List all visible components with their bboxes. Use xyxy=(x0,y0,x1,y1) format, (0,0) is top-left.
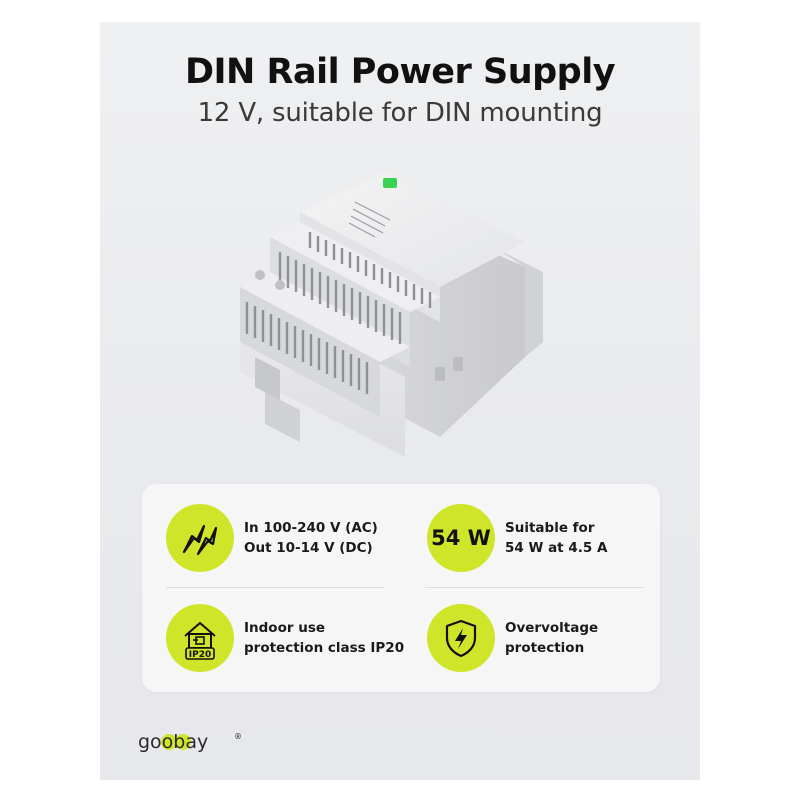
feature-line: Out 10-14 V (DC) xyxy=(244,540,373,556)
wattage-badge: 54 W xyxy=(427,504,495,572)
feature-indoor-ip20: IP20 Indoor use protection class IP20 xyxy=(166,600,416,680)
feature-text: Suitable for 54 W at 4.5 A xyxy=(505,518,680,558)
page-subtitle: 12 V, suitable for DIN mounting xyxy=(197,98,603,128)
product-panel: DIN Rail Power Supply 12 V, suitable for… xyxy=(100,22,700,780)
logo-text: goobay xyxy=(138,731,208,753)
features-card: In 100-240 V (AC) Out 10-14 V (DC) 54 W … xyxy=(142,484,660,692)
goobay-logo: goobay ® xyxy=(138,730,248,754)
feature-line: protection class IP20 xyxy=(244,640,405,656)
goobay-logo-mark: goobay ® xyxy=(138,731,242,753)
page-title: DIN Rail Power Supply xyxy=(184,52,616,92)
divider xyxy=(166,587,384,588)
feature-line: protection xyxy=(505,640,585,656)
feature-wattage: 54 W Suitable for 54 W at 4.5 A xyxy=(427,500,677,580)
feature-input-output: In 100-240 V (AC) Out 10-14 V (DC) xyxy=(166,500,416,580)
lightning-bolts-icon xyxy=(166,504,234,572)
feature-text: Indoor use protection class IP20 xyxy=(244,618,419,658)
ip20-label: IP20 xyxy=(189,650,211,660)
registered-mark: ® xyxy=(234,732,242,741)
feature-line: 54 W at 4.5 A xyxy=(505,540,608,556)
feature-text: Overvoltage protection xyxy=(505,618,680,658)
feature-overvoltage: Overvoltage protection xyxy=(427,600,677,680)
indoor-house-icon: IP20 xyxy=(166,604,234,672)
feature-line: Suitable for xyxy=(505,520,595,536)
feature-line: In 100-240 V (AC) xyxy=(244,520,378,536)
shield-lightning-icon xyxy=(427,604,495,672)
din-rail-power-supply-image xyxy=(240,172,543,457)
feature-line: Indoor use xyxy=(244,620,326,636)
feature-line: Overvoltage xyxy=(505,620,599,636)
divider xyxy=(425,587,643,588)
wattage-badge-text: 54 W xyxy=(431,526,491,550)
feature-text: In 100-240 V (AC) Out 10-14 V (DC) xyxy=(244,518,419,558)
